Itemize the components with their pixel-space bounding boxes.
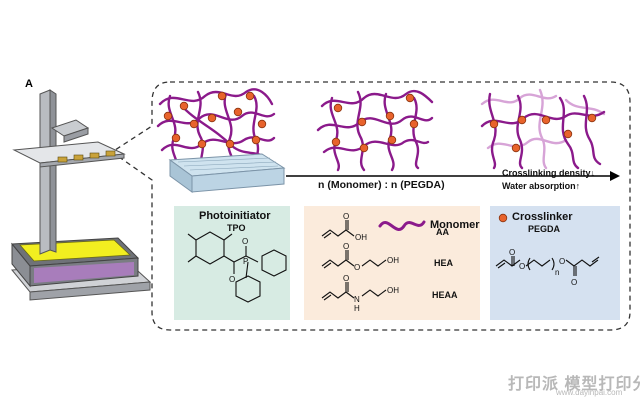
monomer-item-hea: HEA: [434, 258, 454, 268]
photoinitiator-title: Photoinitiator: [199, 210, 271, 222]
hea-oh-label: OH: [387, 256, 399, 265]
pegda-o2-label: O: [519, 262, 525, 271]
heaa-structure: [321, 282, 387, 301]
heaa-n-label: N: [354, 295, 360, 304]
monomer-chain-icon: [378, 220, 426, 231]
watermark-logo: 打印派 模型打印分享: [508, 376, 640, 393]
up-arrow-icon: ↑: [575, 181, 581, 191]
pegda-structure: [495, 256, 600, 276]
tpo-structure: [187, 231, 287, 303]
pegda-o-label: O: [509, 248, 515, 257]
aa-structure: [321, 220, 355, 239]
ratio-label: n (Monomer) : n (PEGDA): [318, 179, 445, 191]
dashed-callout-border: [110, 81, 631, 331]
printer-illustration: [10, 89, 152, 301]
polymer-network-3: [480, 88, 606, 170]
pegda-o4-label: O: [571, 278, 577, 287]
monomer-item-heaa: HEAA: [432, 290, 458, 300]
resin-vat-purple: [34, 262, 134, 283]
tpo-p-label: P: [243, 257, 248, 266]
water-absorption-note: Water absorption↑: [502, 181, 581, 191]
crosslinker-legend-dot: [498, 213, 508, 223]
heaa-h-label: H: [354, 304, 360, 313]
photoinitiator-sub: TPO: [227, 223, 246, 233]
tpo-o-label: O: [229, 275, 235, 284]
hea-structure: [321, 250, 387, 269]
monomer-title: Monomer: [430, 219, 480, 231]
watermark-url: www.dayinpai.com: [556, 388, 623, 397]
pegda-n-label: n: [555, 268, 559, 277]
hydrogel-sample: [168, 153, 286, 193]
trend-arrowhead: [610, 171, 620, 181]
crosslinker-sub: PEGDA: [528, 224, 561, 234]
aa-oh-label: OH: [355, 233, 367, 242]
crosslinker-title: Crosslinker: [512, 211, 573, 223]
tpo-o2-label: O: [242, 237, 248, 246]
crosslinker-nodes: [163, 91, 597, 153]
aa-o-label: O: [343, 212, 349, 221]
down-arrow-icon: ↓: [590, 168, 596, 178]
polymer-network-2: [316, 89, 434, 172]
panel-label: A: [25, 78, 33, 90]
monomer-item-aa: AA: [436, 227, 449, 237]
heaa-o-label: O: [343, 274, 349, 283]
crosslinking-density-note: Crosslinking density↓: [502, 168, 596, 178]
heaa-oh-label: OH: [387, 286, 399, 295]
hea-o-label: O: [343, 242, 349, 251]
photoinitiator-box: [174, 206, 290, 320]
pegda-o3-label: O: [559, 257, 565, 266]
hea-o2-label: O: [354, 263, 360, 272]
